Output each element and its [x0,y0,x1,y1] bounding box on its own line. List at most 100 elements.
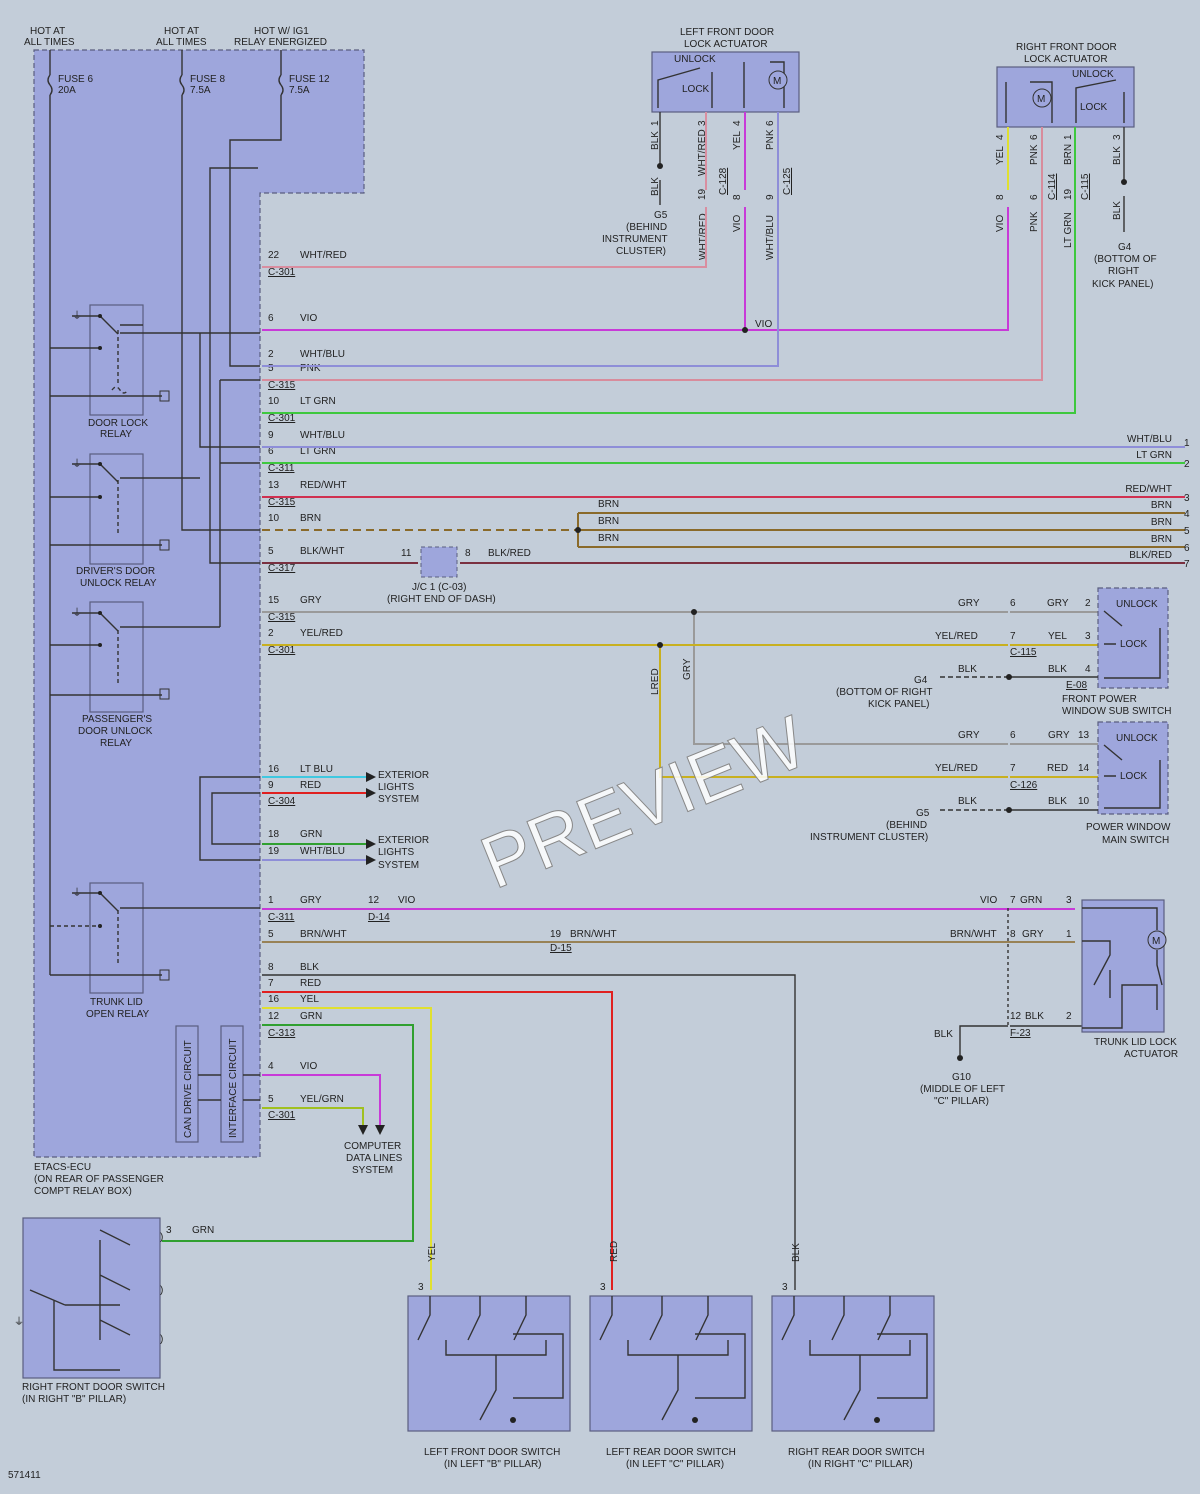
svg-text:8: 8 [995,194,1006,200]
passengers-door-unlock-relay: ⏚ PASSENGER'S DOOR UNLOCK RELAY [50,601,220,749]
svg-text:BRN: BRN [1063,144,1074,165]
svg-text:C-311: C-311 [268,912,295,923]
svg-text:5: 5 [268,929,274,940]
brn-splice: BRN BRN BRN [575,499,619,544]
svg-text:): ) [160,1334,163,1345]
svg-text:1: 1 [1063,134,1074,140]
wire-pnk-rf [262,127,1043,381]
svg-text:RIGHT FRONT DOOR SWITCH: RIGHT FRONT DOOR SWITCH [22,1382,165,1393]
wire-color-2: WHT/BLU [300,349,345,360]
svg-text:19: 19 [550,929,562,940]
svg-text:FUSE 12: FUSE 12 [289,74,330,85]
svg-text:DRIVER'S DOOR: DRIVER'S DOOR [76,566,155,577]
svg-text:UNLOCK RELAY: UNLOCK RELAY [80,578,157,589]
svg-text:BRN/WHT: BRN/WHT [950,929,997,940]
svg-text:WHT/BLU: WHT/BLU [300,846,345,857]
svg-text:GRN: GRN [300,829,322,840]
output-color-4: BRN [1151,500,1172,511]
drivers-door-unlock-relay: ⏚ DRIVER'S DOOR UNLOCK RELAY [50,453,200,589]
svg-text:11: 11 [401,548,412,559]
output-color-7: BLK/RED [1129,550,1172,561]
svg-text:ACTUATOR: ACTUATOR [1124,1049,1178,1060]
svg-text:RIGHT FRONT DOOR: RIGHT FRONT DOOR [1016,42,1117,53]
svg-text:(BEHIND: (BEHIND [886,820,927,831]
svg-text:7: 7 [1010,631,1016,642]
svg-text:6: 6 [1029,194,1040,200]
svg-text:YEL: YEL [1048,631,1067,642]
svg-text:2: 2 [1066,1011,1072,1022]
svg-text:LOCK: LOCK [1120,639,1148,650]
wire-yel-red-main [659,645,1098,778]
svg-text:GRN: GRN [300,1011,322,1022]
wire-color-5: WHT/BLU [300,430,345,441]
hot-label-1b: ALL TIMES [24,37,75,48]
svg-text:DATA LINES: DATA LINES [346,1153,403,1164]
wire-lt-grn-rf [262,127,1076,414]
svg-text:C-301: C-301 [268,1110,296,1121]
diagram-id: 571411 [8,1470,41,1481]
svg-text:D-14: D-14 [368,912,390,923]
svg-text:): ) [160,1285,163,1296]
output-color-1: WHT/BLU [1127,434,1172,445]
svg-text:C-304: C-304 [268,796,296,807]
splice-dot-0 [691,609,697,615]
svg-text:BLK: BLK [1112,201,1123,220]
svg-text:8: 8 [1010,929,1016,940]
svg-text:D-15: D-15 [550,943,572,954]
rf-actuator-pins: YEL 4 PNK 6 BRN 1 BLK 3 8 6 19 C-114 C-1… [995,134,1157,290]
svg-text:RED: RED [1047,763,1068,774]
arrow-ext-2 [366,839,376,849]
wire-pin-1: 6 [268,313,274,324]
svg-text:20A: 20A [58,85,76,96]
svg-text:BRN/WHT: BRN/WHT [300,929,347,940]
svg-text:SYSTEM: SYSTEM [352,1165,393,1176]
svg-text:UNLOCK: UNLOCK [1116,733,1158,744]
wire-pin-4: 10 [268,396,280,407]
svg-text:19: 19 [697,188,708,200]
svg-text:9: 9 [268,780,274,791]
output-num-4: 4 [1184,509,1190,520]
svg-text:M: M [1037,94,1045,105]
svg-text:YEL: YEL [732,131,743,150]
svg-text:C-126: C-126 [1010,780,1038,791]
wire-pin-3: 5 [268,363,274,374]
wire-color-1: VIO [300,313,317,324]
svg-text:3: 3 [1112,134,1123,140]
svg-text:BLK: BLK [1048,664,1067,675]
svg-text:F-23: F-23 [1010,1028,1031,1039]
svg-text:BLK: BLK [958,664,977,675]
wire-vio [262,207,1009,331]
svg-text:12: 12 [1010,1011,1022,1022]
svg-text:3: 3 [1085,631,1091,642]
output-num-1: 1 [1184,438,1190,449]
wire-conn-6: C-311 [268,463,295,474]
svg-text:9: 9 [765,194,776,200]
svg-text:M: M [773,76,781,87]
svg-text:MAIN SWITCH: MAIN SWITCH [1102,835,1169,846]
hot-label-3b: RELAY ENERGIZED [234,37,327,48]
output-num-2: 2 [1184,459,1190,470]
svg-text:18: 18 [268,829,280,840]
svg-text:(BEHIND: (BEHIND [626,222,667,233]
svg-text:(BOTTOM OF RIGHT: (BOTTOM OF RIGHT [836,687,932,698]
door-switch-color-3: BLK [791,1243,802,1262]
hot-label-2b: ALL TIMES [156,37,207,48]
wire-pin-0: 22 [268,250,280,261]
svg-text:2: 2 [1085,598,1091,609]
svg-text:C-313: C-313 [268,1028,296,1039]
wire-color-8: BRN [300,513,321,524]
svg-text:GRY: GRY [958,730,980,741]
vertical-label-gry: GRY [682,658,693,680]
svg-text:GRY: GRY [958,598,980,609]
svg-text:6: 6 [1010,730,1016,741]
c301-computer-data: 4 VIO 5 YEL/GRN C-301 COMPUTER DATA LINE… [268,1061,403,1176]
svg-text:PNK: PNK [1029,144,1040,165]
svg-text:PNK: PNK [765,129,776,150]
svg-text:C-114: C-114 [1047,173,1058,200]
svg-text:FRONT POWER: FRONT POWER [1062,694,1137,705]
wire-color-9: BLK/WHT [300,546,344,557]
svg-text:C-115: C-115 [1080,173,1091,200]
svg-text:BLK: BLK [650,177,661,196]
